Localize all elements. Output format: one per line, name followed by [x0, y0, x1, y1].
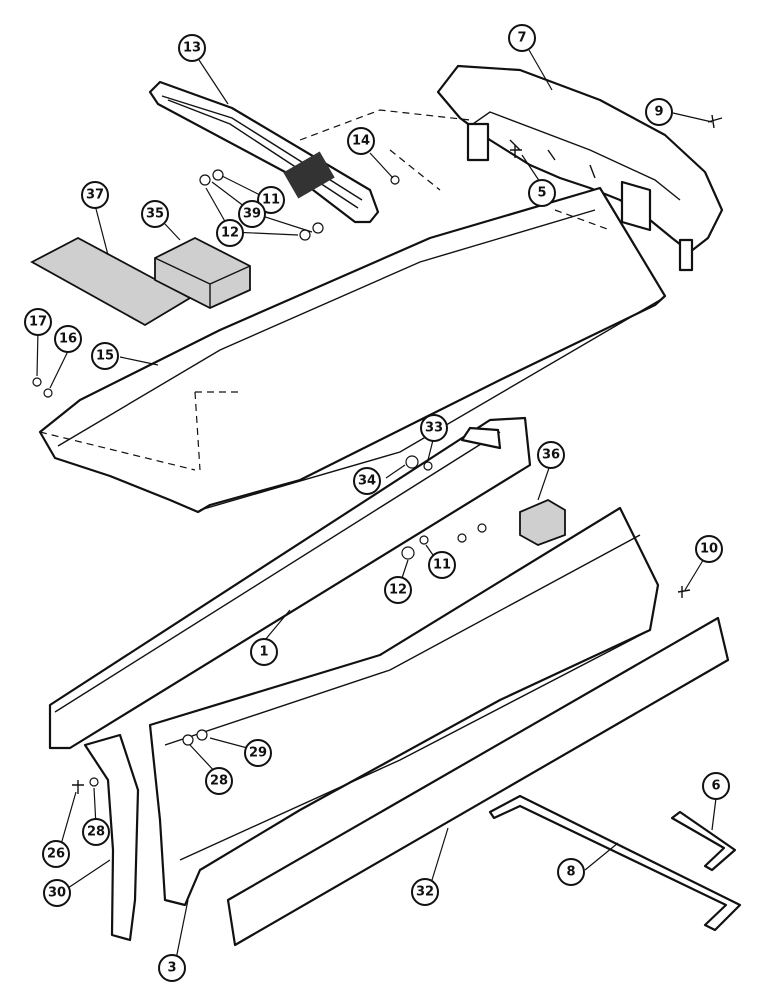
- callout-10-label: 10: [700, 542, 718, 557]
- callout-28-right-label: 28: [210, 774, 228, 789]
- callout-12-mid-label: 12: [389, 583, 407, 598]
- callout-7-label: 7: [517, 31, 526, 46]
- part-36-foam-block: [519, 498, 566, 546]
- callout-8-label: 8: [566, 865, 575, 880]
- part-35-foam-block: [154, 236, 251, 309]
- callout-33-label: 33: [425, 421, 443, 436]
- callout-17-label: 17: [29, 315, 47, 330]
- part-8-rod: [488, 794, 742, 932]
- callout-3-label: 3: [167, 961, 176, 976]
- callout-3: 3: [158, 954, 186, 982]
- part-3-side-panel: [148, 506, 660, 907]
- callout-5-label: 5: [537, 186, 546, 201]
- callout-30: 30: [43, 879, 71, 907]
- callout-6: 6: [702, 772, 730, 800]
- part-6-rod: [670, 810, 737, 872]
- callout-35: 35: [141, 200, 169, 228]
- callout-26-label: 26: [47, 847, 65, 862]
- callout-36: 36: [537, 441, 565, 469]
- callout-11-top-label: 11: [262, 193, 280, 208]
- callout-16: 16: [54, 325, 82, 353]
- callout-37: 37: [81, 181, 109, 209]
- hardware-fasteners: [32, 114, 723, 794]
- callout-11-top: 11: [257, 186, 285, 214]
- leader-lines: [36, 49, 717, 965]
- callout-28-right: 28: [205, 767, 233, 795]
- callout-34: 34: [353, 467, 381, 495]
- callout-10: 10: [695, 535, 723, 563]
- callout-30-label: 30: [48, 886, 66, 901]
- part-1-side-rail: [48, 416, 532, 750]
- callout-35-label: 35: [146, 207, 164, 222]
- callout-1: 1: [250, 638, 278, 666]
- callout-32-label: 32: [416, 885, 434, 900]
- callout-29: 29: [244, 739, 272, 767]
- part-15-hood-panel: [38, 109, 667, 514]
- part-30-trim: [83, 733, 140, 942]
- callout-12-mid: 12: [384, 576, 412, 604]
- callout-12-top: 12: [216, 219, 244, 247]
- part-13-grille-bracket: [148, 80, 380, 224]
- callout-15-label: 15: [96, 349, 114, 364]
- callout-13: 13: [178, 34, 206, 62]
- callout-29-label: 29: [249, 746, 267, 761]
- callout-11-mid-label: 11: [433, 558, 451, 573]
- callout-17: 17: [24, 308, 52, 336]
- callout-28-left-label: 28: [87, 825, 105, 840]
- callout-15: 15: [91, 342, 119, 370]
- callout-37-label: 37: [86, 188, 104, 203]
- callout-11-mid: 11: [428, 551, 456, 579]
- callout-26: 26: [42, 840, 70, 868]
- callout-34-label: 34: [358, 474, 376, 489]
- callout-32: 32: [411, 878, 439, 906]
- callout-14: 14: [347, 127, 375, 155]
- part-7-cowl: [436, 64, 724, 272]
- callout-9: 9: [645, 98, 673, 126]
- callout-1-label: 1: [259, 645, 268, 660]
- callout-36-label: 36: [542, 448, 560, 463]
- callout-33: 33: [420, 414, 448, 442]
- callout-39-label: 39: [243, 207, 261, 222]
- callout-6-label: 6: [711, 779, 720, 794]
- callout-14-label: 14: [352, 134, 370, 149]
- callout-9-label: 9: [654, 105, 663, 120]
- callout-8: 8: [557, 858, 585, 886]
- callout-5: 5: [528, 179, 556, 207]
- callout-7: 7: [508, 24, 536, 52]
- callout-28-left: 28: [82, 818, 110, 846]
- callout-16-label: 16: [59, 332, 77, 347]
- callout-13-label: 13: [183, 41, 201, 56]
- callout-12-top-label: 12: [221, 226, 239, 241]
- callout-39: 39: [238, 200, 266, 228]
- part-32-strip: [226, 616, 730, 947]
